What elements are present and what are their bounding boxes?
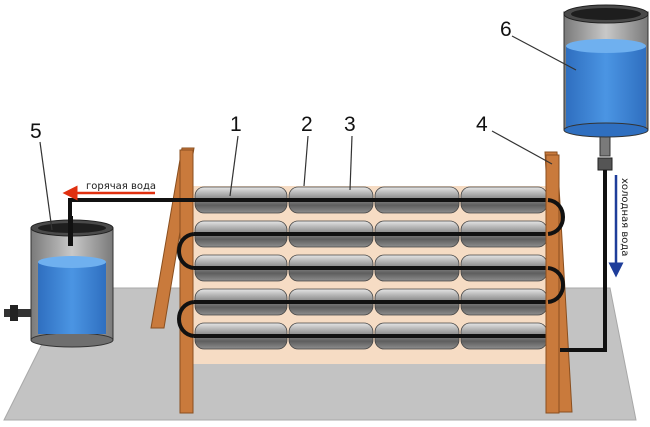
label-1: 1 [230,113,242,136]
leader-line-2 [303,135,309,187]
leader-line-4 [491,130,553,165]
tank-6-bottom [563,122,649,138]
tank-5-bottom [30,332,114,348]
label-5: 5 [30,120,42,143]
label-2: 2 [301,113,313,136]
cold-water-label: холодная вода [619,178,630,256]
frame-post-right [545,154,560,414]
label-3: 3 [344,113,356,136]
tank-6-water [566,46,646,130]
tank-5 [4,216,114,348]
vacuum-tube-rows [194,186,548,350]
tank-5-inlet-pipe [68,216,73,246]
pipe-bend-right-2 [547,266,565,304]
tank-5-drain-valve [10,305,18,321]
tank-6-opening [571,8,641,20]
pipe-bend-left-2 [177,300,195,338]
hot-water-label: горячая вода [86,181,156,192]
pipe-bend-right-1 [547,198,565,236]
tank-6-outlet-valve [599,135,611,157]
leader-line-3 [349,135,353,191]
tank-5-water-surface [38,256,106,268]
pipe-bend-left-1 [177,232,195,270]
cold-water-pipe [560,170,607,352]
leader-line-6 [511,35,577,71]
tank-5-water [38,262,106,334]
tank-6-outlet-nut [597,157,613,171]
leader-line-1 [229,135,239,197]
tank-6-water-surface [566,39,646,53]
frame-post-left [179,149,194,414]
tank-6 [563,4,649,138]
label-6: 6 [500,18,512,41]
leader-line-5 [39,141,53,231]
label-4: 4 [476,113,488,136]
tank-5-drain-pipe [4,309,38,317]
